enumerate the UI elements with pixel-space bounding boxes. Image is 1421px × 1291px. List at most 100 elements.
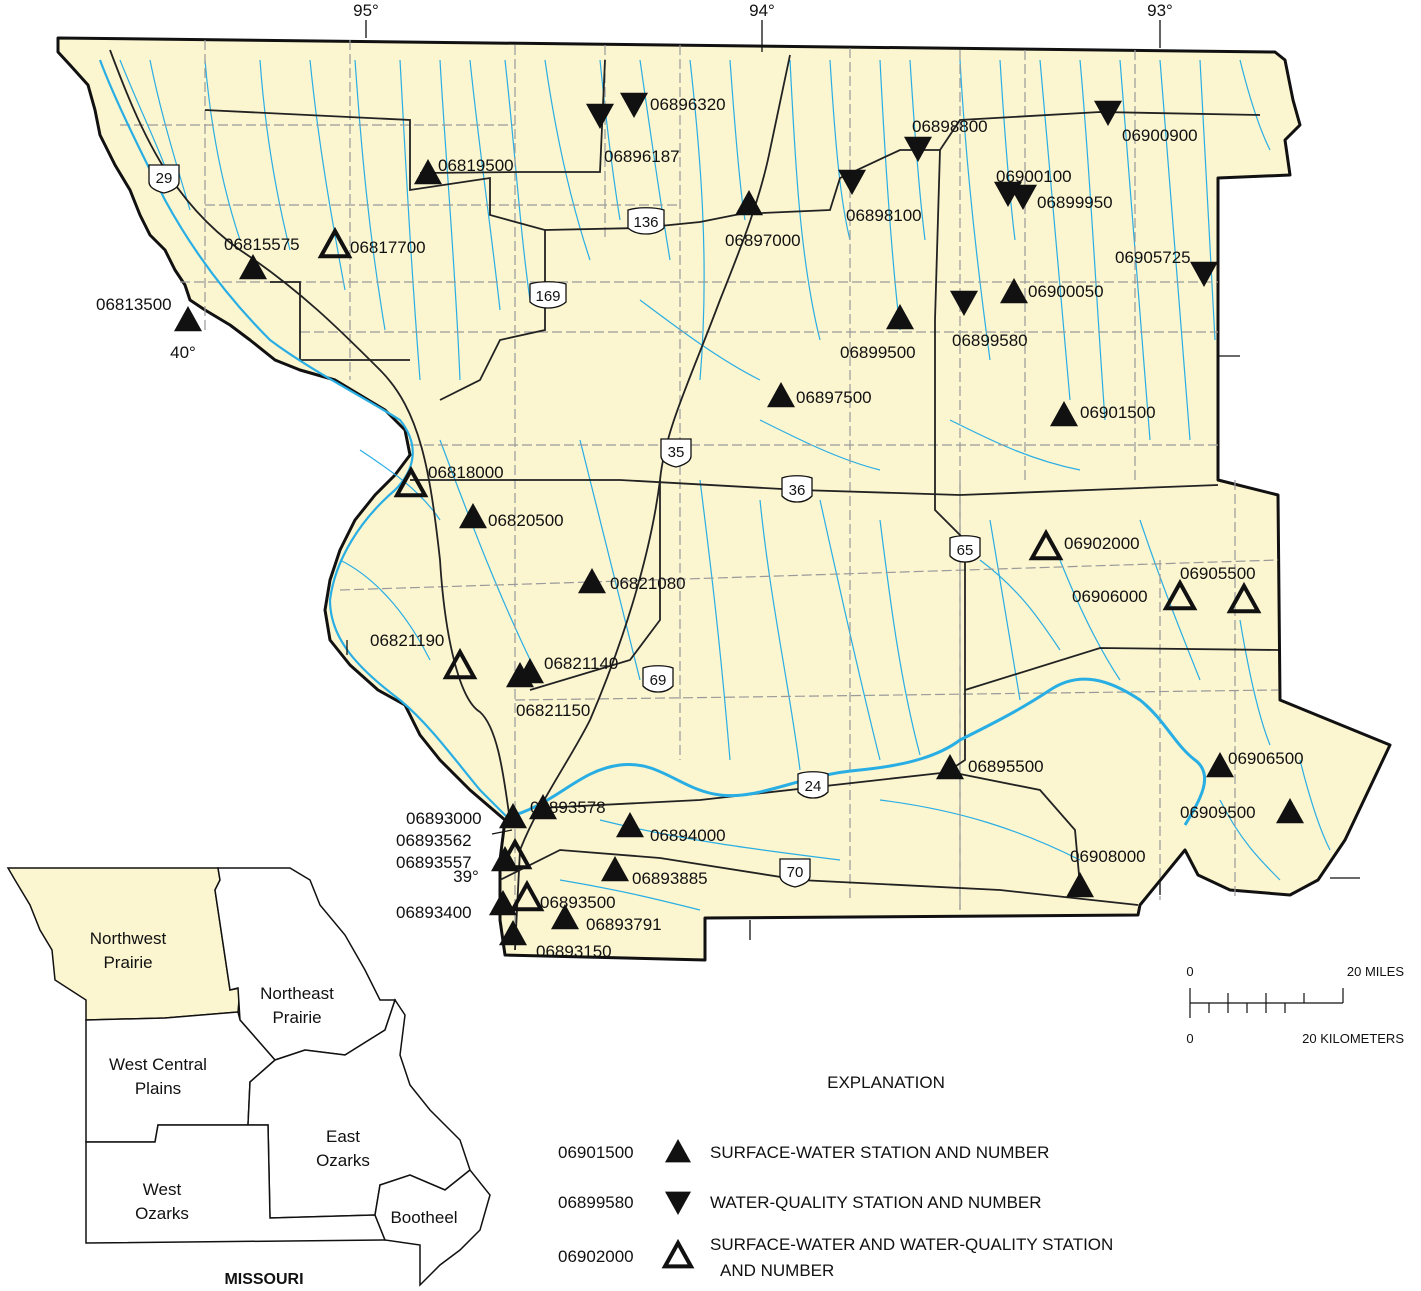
missouri-river-lower (514, 677, 1206, 826)
station-06897500: 06897500 (767, 382, 872, 408)
tributary-stream (259, 59, 291, 251)
station-06898100: 06898100 (838, 169, 922, 225)
inset-bootheel (374, 1168, 491, 1287)
station-number: 06900050 (1028, 282, 1104, 301)
tributary-stream (959, 59, 991, 361)
scale-bar (1189, 988, 1344, 1018)
surface-water-triangle-icon (414, 159, 442, 185)
surface-water-triangle-icon (616, 812, 644, 838)
station-number: 06906500 (1228, 749, 1304, 768)
highway-shield-29: 29 (148, 164, 180, 194)
surface-water-triangle-icon (174, 306, 202, 332)
tributary-stream (1079, 59, 1106, 421)
station-06900900: 06900900 (1094, 100, 1198, 145)
legend-item-wq: 06899580 WATER-QUALITY STATION AND NUMBER (558, 1191, 1042, 1215)
water-quality-triangle-icon (586, 103, 614, 129)
highway-number: 35 (668, 444, 685, 461)
tributary-stream (639, 299, 761, 381)
station-number: 06819500 (438, 156, 514, 175)
tributary-stream (559, 879, 701, 911)
highway-number: 169 (535, 288, 560, 305)
legend-description: WATER-QUALITY STATION AND NUMBER (710, 1193, 1042, 1212)
us-highway-shield-icon (529, 281, 567, 309)
station-06820500: 06820500 (459, 503, 564, 530)
station-number: 06901500 (1080, 403, 1156, 422)
station-06817700: 06817700 (317, 226, 426, 259)
station-number: 06896187 (604, 147, 680, 166)
inset-region-label-line2: Ozarks (135, 1204, 189, 1223)
county-line (514, 689, 1279, 701)
tributary-stream (999, 59, 1016, 241)
station-06898800: 06898800 (904, 117, 988, 162)
surface-water-triangle-icon (506, 662, 534, 688)
surface-water-triangle-icon (601, 856, 629, 882)
tributary-stream (1119, 59, 1151, 441)
station-06893557: 06893557 (396, 846, 519, 872)
station-number: 06897500 (796, 388, 872, 407)
highway-number: 36 (789, 482, 806, 499)
station-06901500: 06901500 (1050, 401, 1156, 427)
station-06893791: 06893791 (551, 904, 662, 934)
station-06893400: 06893400 (396, 890, 517, 922)
tributary-stream (879, 519, 921, 756)
legend-description: SURFACE-WATER STATION AND NUMBER (710, 1143, 1049, 1162)
station-number: 06905725 (1115, 248, 1191, 267)
combined-station-triangle-icon (1226, 581, 1262, 614)
surface-water-triangle-icon (735, 190, 763, 216)
highway-line (499, 849, 1139, 906)
tributary-stream (949, 419, 1081, 471)
interstate-shield-icon (660, 438, 692, 468)
highway-line (539, 771, 1081, 887)
water-quality-triangle-icon (950, 290, 978, 316)
station-06818000: 06818000 (393, 463, 504, 498)
station-06896320: 06896320 (620, 92, 726, 118)
combined-station-triangle-icon (1028, 528, 1064, 561)
tributary-stream (879, 59, 901, 331)
highway-shield-36: 36 (781, 475, 813, 503)
station-number: 06893578 (530, 798, 606, 817)
combined-station-triangle-icon (661, 1238, 695, 1269)
us-highway-shield-icon (781, 475, 813, 503)
station-06896187: 06896187 (586, 103, 680, 166)
latitude-label: 40° (170, 343, 196, 362)
station-number: 06908000 (1070, 847, 1146, 866)
tributary-stream (504, 59, 531, 301)
legend-station-number: 06899580 (558, 1193, 634, 1212)
surface-water-triangle-icon (489, 890, 517, 916)
station-06905725: 06905725 (1115, 248, 1218, 287)
water-quality-triangle-icon (1190, 261, 1218, 287)
station-06821190: 06821190 (370, 631, 478, 680)
inset-region-label: Bootheel (390, 1208, 457, 1227)
station-06815575: 06815575 (224, 235, 300, 280)
highway-line (544, 111, 1261, 231)
tributary-stream (989, 519, 1021, 701)
station-number: 06893400 (396, 903, 472, 922)
water-quality-triangle-icon (1009, 184, 1037, 210)
inset-region-label: West (143, 1180, 182, 1199)
us-highway-shield-icon (642, 665, 674, 693)
surface-water-triangle-icon (459, 503, 487, 529)
station-06905500: 06905500 (1180, 564, 1262, 614)
highway-shield-65: 65 (949, 535, 981, 563)
surface-water-triangle-icon (239, 254, 267, 280)
legend-description-line2: AND NUMBER (720, 1261, 834, 1280)
station-number: 06821140 (544, 654, 618, 673)
station-number: 06813500 (96, 295, 172, 314)
inset-region-label: Northwest (90, 929, 167, 948)
surface-water-triangle-icon (499, 920, 527, 946)
tributary-stream (544, 59, 591, 261)
water-quality-triangle-icon (665, 1191, 691, 1215)
station-number: 06821150 (516, 701, 590, 720)
station-number: 06820500 (488, 511, 564, 530)
station-06821150: 06821150 (506, 662, 590, 720)
tributary-stream (1199, 59, 1216, 341)
combined-station-triangle-icon (1162, 578, 1198, 611)
highway-line (270, 281, 410, 361)
tributary-stream (759, 419, 881, 471)
station-number: 06893000 (406, 809, 482, 828)
station-number: 06893500 (540, 893, 616, 912)
inset-region-label-line2: Plains (135, 1079, 181, 1098)
station-number: 06893150 (536, 942, 612, 961)
scale-miles-label: 20 MILES (1347, 964, 1404, 979)
scale-zero-km: 0 (1186, 1031, 1193, 1046)
